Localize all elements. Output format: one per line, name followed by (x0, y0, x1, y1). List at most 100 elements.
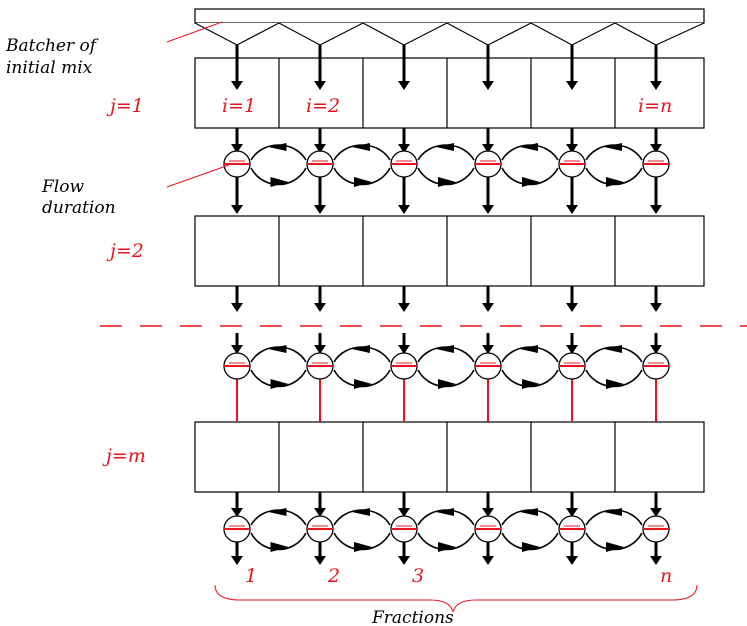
connector-arrowhead (352, 508, 370, 516)
connector-arrowhead (268, 345, 287, 353)
flow-arrowhead (482, 303, 494, 312)
flow-arrowhead (231, 345, 243, 354)
connector-arrowhead (520, 508, 538, 516)
flow-arrowhead (650, 345, 662, 354)
connector-arrowhead (438, 379, 456, 389)
fraction-label-1: 1 (245, 565, 257, 587)
flow-label-line1: Flow (41, 177, 84, 197)
stage-label-j1: j=1 (106, 95, 144, 117)
connector-arrowhead (606, 379, 624, 389)
flow-arrowhead (314, 508, 326, 517)
stage-block-j2 (194, 215, 705, 287)
flow-arrowhead (650, 508, 662, 517)
flow-arrowhead (566, 81, 578, 90)
flow-arrowhead (650, 556, 662, 565)
flow-arrowhead (231, 205, 243, 214)
flow-arrowhead (231, 81, 243, 90)
connector-arrowhead (354, 379, 372, 389)
fractions-label: Fractions (371, 608, 454, 626)
connector-arrowhead (438, 177, 456, 187)
flow-arrowhead (650, 144, 662, 153)
block-dividers (278, 216, 616, 286)
connector-arrowhead (270, 379, 289, 389)
flow-arrowhead (314, 81, 326, 90)
block-dividers (278, 422, 616, 492)
flow-arrowhead (566, 144, 578, 153)
flow-arrowhead (231, 303, 243, 312)
connector-arrowhead (354, 177, 372, 187)
fractions-brace (214, 584, 698, 613)
connector-arrowhead (436, 345, 454, 353)
flow-arrowhead (650, 303, 662, 312)
flow-arrowhead (231, 144, 243, 153)
column-label-i2: i=2 (306, 95, 340, 117)
flow-arrowhead (566, 303, 578, 312)
flow-arrowhead (231, 508, 243, 517)
batcher-label-line1: Batcher of (5, 36, 99, 56)
batcher-outlet-teeth (194, 22, 705, 46)
batcher-label-line2: initial mix (6, 58, 93, 78)
stage-block-j1 (194, 57, 705, 129)
column-label-i1: i=1 (222, 95, 256, 117)
stage-label-jm: j=m (102, 445, 146, 467)
connector-arrowhead (522, 379, 540, 389)
connector-arrowhead (604, 345, 622, 353)
connector-arrowhead (520, 345, 538, 353)
flow-arrowhead (231, 556, 243, 565)
flow-arrowhead (650, 205, 662, 214)
block-dividers (278, 58, 616, 128)
flow-arrowhead (482, 508, 494, 517)
connector-arrowhead (604, 508, 622, 516)
batcher-leader-line (166, 21, 223, 43)
connector-arrowhead (270, 542, 289, 552)
batcher (194, 8, 705, 46)
flow-arrowhead (398, 303, 410, 312)
flow-arrowhead (482, 556, 494, 565)
connector-arrowhead (522, 542, 540, 552)
flow-arrowhead (314, 556, 326, 565)
flow-arrowhead (482, 81, 494, 90)
column-label-in: i=n (638, 95, 672, 117)
flow-arrowhead (398, 345, 410, 354)
connector-arrowhead (520, 143, 538, 151)
flow-arrowhead (482, 144, 494, 153)
flow-arrowhead (566, 345, 578, 354)
fraction-label-2: 2 (327, 565, 340, 587)
fraction-labels: 1 2 3 n (245, 565, 672, 587)
connector-arrowhead (268, 508, 287, 516)
flow-arrowhead (398, 205, 410, 214)
flow-arrowhead (314, 345, 326, 354)
flow-label-line2: duration (42, 198, 116, 218)
connector-arrowhead (522, 177, 540, 187)
batcher-teeth (194, 22, 705, 46)
flow-arrowhead (566, 556, 578, 565)
flow-arrowhead (650, 81, 662, 90)
flow-arrowhead (314, 144, 326, 153)
connector-arrowhead (352, 345, 370, 353)
flow-arrowhead (566, 205, 578, 214)
connector-arrowhead (606, 177, 624, 187)
connector-arrowhead (606, 542, 624, 552)
connector-arrowhead (438, 542, 456, 552)
connector-arrowhead (354, 542, 372, 552)
stage-label-j2: j=2 (106, 240, 144, 262)
flow-arrowhead (314, 303, 326, 312)
flow-arrowhead (398, 508, 410, 517)
connector-arrowhead (352, 143, 370, 151)
connector-arrowhead (436, 508, 454, 516)
flow-arrowhead (314, 205, 326, 214)
fraction-label-n: n (660, 565, 672, 587)
flow-arrowhead (398, 556, 410, 565)
flow-arrowhead (482, 205, 494, 214)
fraction-label-3: 3 (412, 565, 424, 587)
flow-arrowhead (398, 144, 410, 153)
stage-block-jm (194, 421, 705, 493)
connector-arrowhead (604, 143, 622, 151)
flow-layer (223, 45, 670, 565)
flow-arrowhead (398, 81, 410, 90)
connector-arrowhead (436, 143, 454, 151)
flow-leader-line (166, 164, 230, 188)
connector-arrowhead (270, 177, 289, 187)
flow-arrowhead (566, 508, 578, 517)
